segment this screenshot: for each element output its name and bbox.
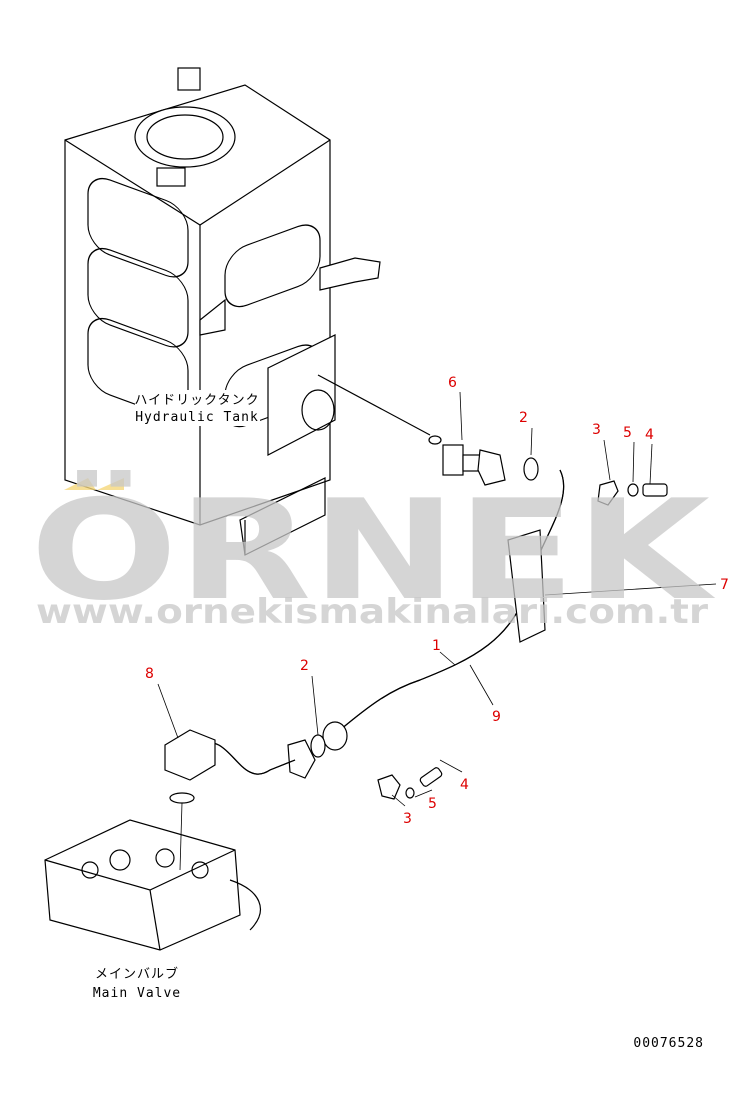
leader-lines	[157, 391, 717, 871]
tank-label-en: Hydraulic Tank	[135, 410, 259, 425]
watermark: ÖRNEK www.ornekismakinalari.com.tr	[30, 470, 716, 632]
callout-2: 2	[300, 658, 309, 674]
lower-fittings	[164, 729, 443, 804]
callout-2: 2	[519, 410, 528, 426]
callout-9: 9	[492, 709, 501, 725]
callout-5: 5	[623, 425, 632, 441]
callouts: 6 2 3 5 4 7 1 9 2 8 4 5 3	[145, 375, 729, 827]
callout-4: 4	[460, 777, 469, 793]
main-valve	[44, 819, 261, 951]
drawing-code: 00076528	[633, 1036, 704, 1051]
callout-1: 1	[432, 638, 441, 654]
tank-label-jp: ハイドリックタンク	[134, 393, 259, 408]
valve-label-en: Main Valve	[93, 986, 181, 1001]
upper-fittings	[442, 444, 668, 506]
callout-6: 6	[448, 375, 457, 391]
callout-7: 7	[720, 577, 729, 593]
callout-3: 3	[403, 811, 412, 827]
hose-assembly	[322, 469, 565, 751]
callout-8: 8	[145, 666, 154, 682]
watermark-url: www.ornekismakinalari.com.tr	[36, 592, 708, 632]
hydraulic-tank	[64, 67, 381, 556]
callout-4: 4	[645, 427, 654, 443]
tank-label-bg	[135, 390, 260, 426]
watermark-brand: ÖRNEK	[30, 470, 716, 631]
valve-label-jp: メインバルブ	[95, 966, 179, 982]
callout-5: 5	[428, 796, 437, 812]
callout-3: 3	[592, 422, 601, 438]
